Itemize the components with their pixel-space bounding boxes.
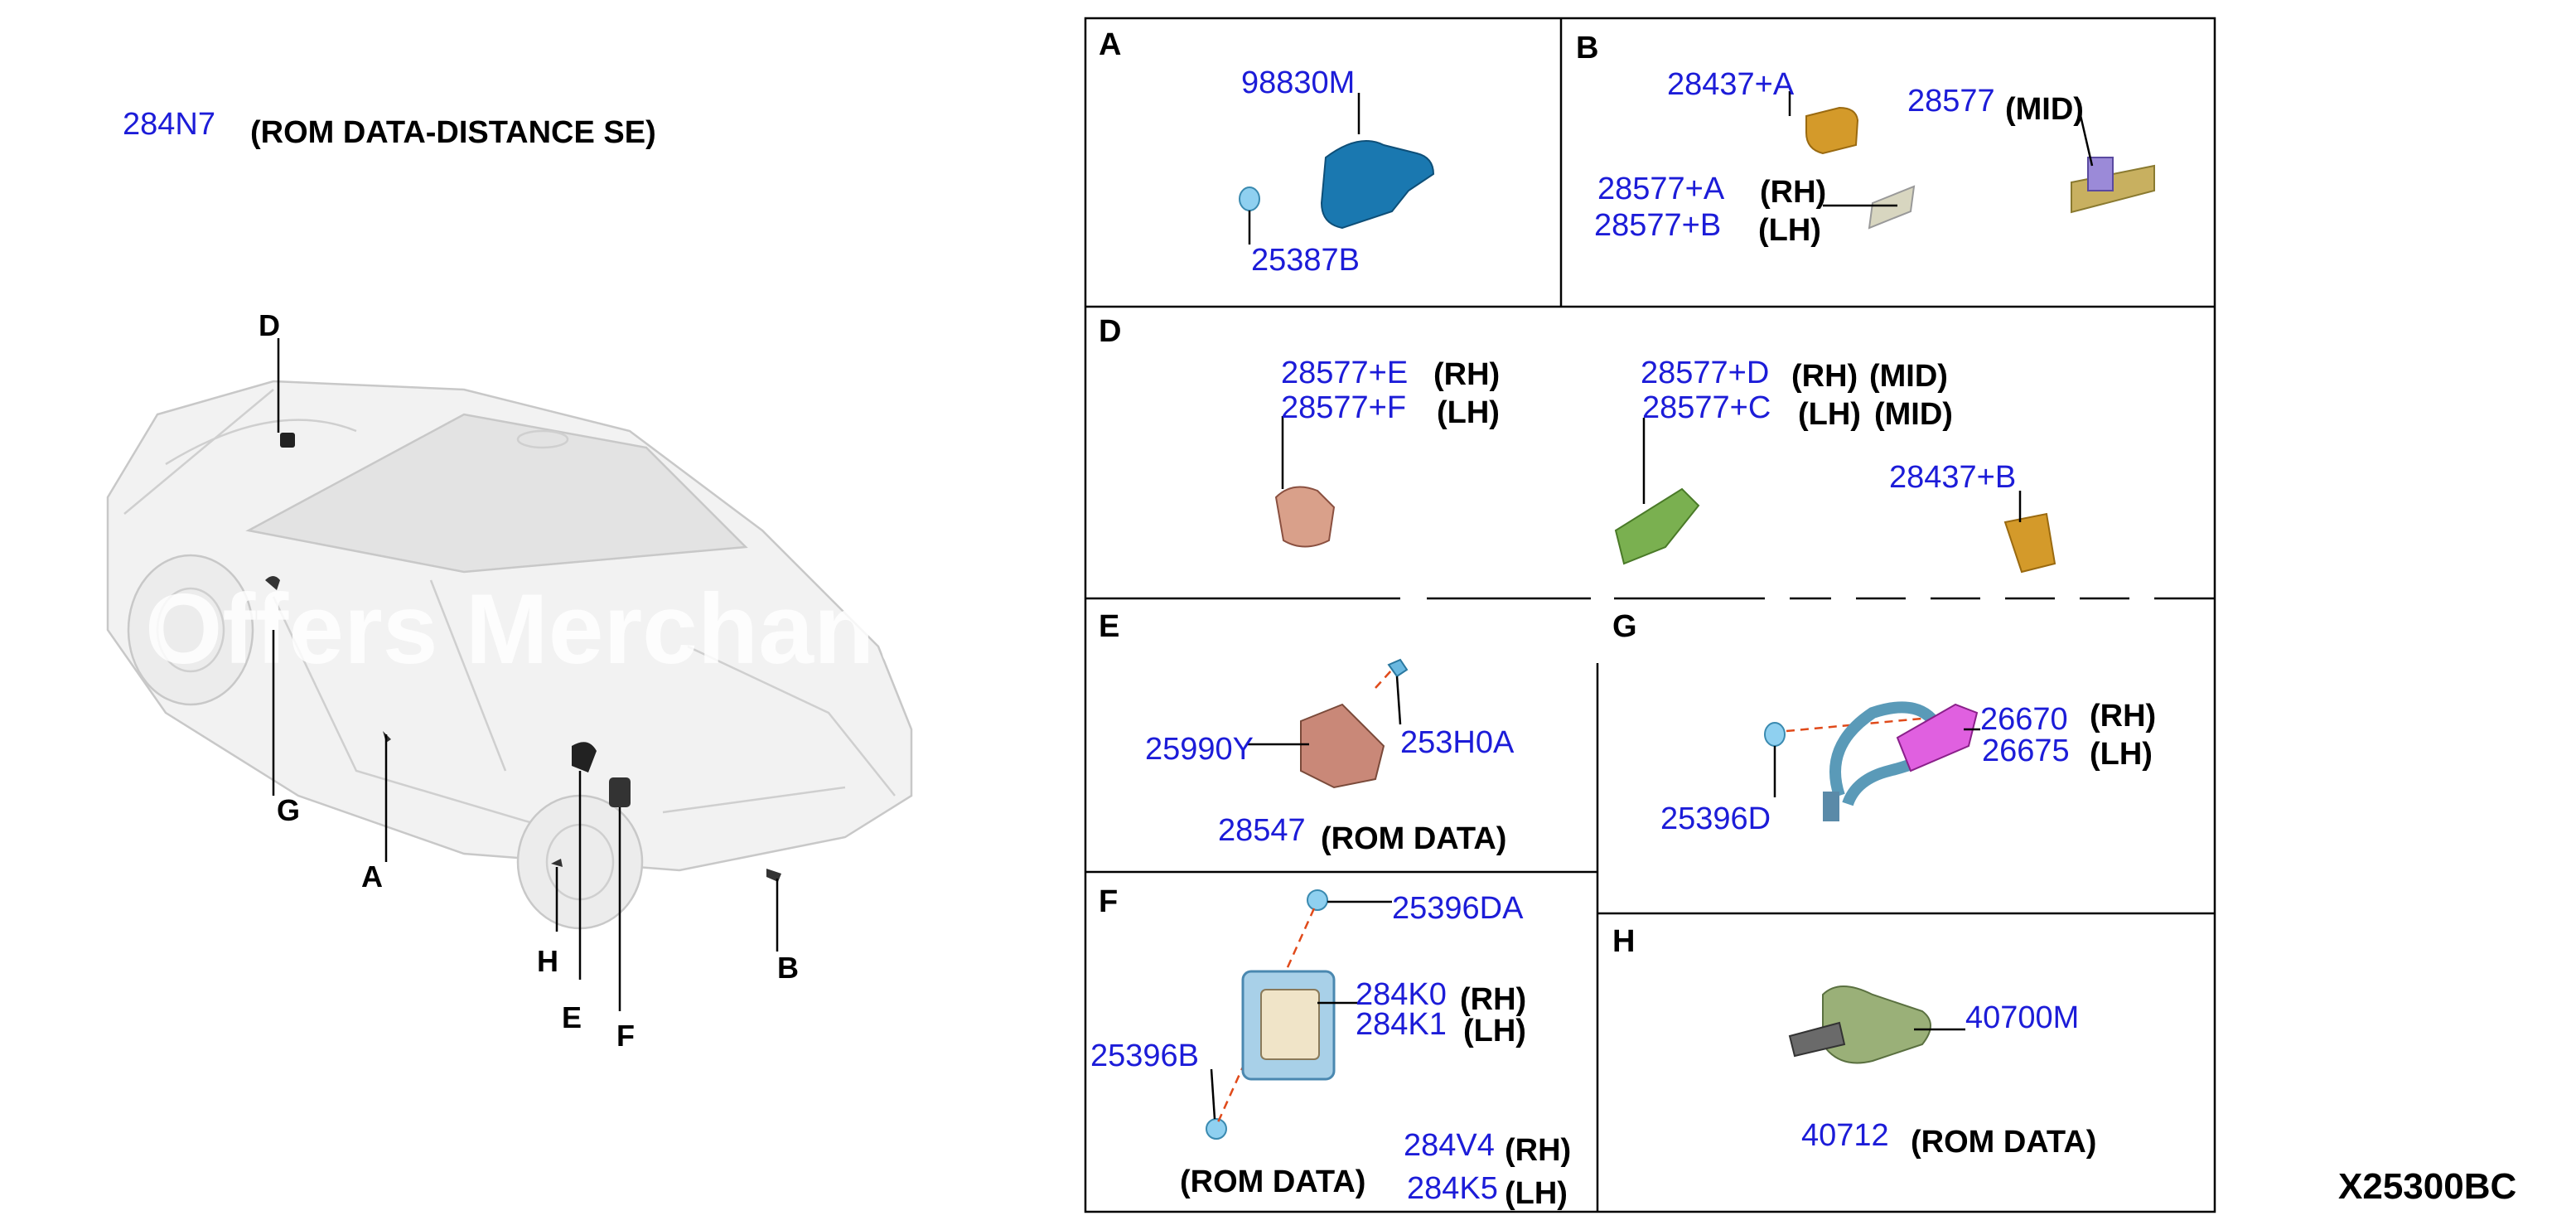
part-25396da-icon	[1307, 889, 1328, 911]
location-label-g: G	[277, 793, 300, 827]
part-number[interactable]: 28577+C	[1642, 390, 1771, 425]
section-g: G 26670 (RH) 26675 (LH) 25396D	[1612, 609, 2156, 836]
part-number[interactable]: 28437+A	[1667, 67, 1795, 102]
header-note: (ROM DATA-DISTANCE SE)	[250, 115, 656, 150]
part-tag: (ROM DATA)	[1321, 821, 1506, 856]
diagram-code: X25300BC	[2338, 1166, 2516, 1207]
part-tag: (RH)	[1760, 175, 1826, 210]
location-label-b: B	[777, 951, 799, 985]
location-label-a: A	[361, 860, 383, 893]
part-number[interactable]: 284V4	[1404, 1128, 1495, 1163]
part-tag: (ROM DATA)	[1911, 1125, 2096, 1160]
part-number[interactable]: 28577	[1907, 84, 1995, 119]
part-tag: (LH)	[1798, 397, 1861, 432]
part-28577ab-icon	[1868, 185, 1916, 230]
location-label-e: E	[562, 1000, 582, 1034]
car-part-marks	[265, 433, 781, 882]
part-28577dc-icon	[1614, 487, 1700, 565]
part-tag: (LH)	[1437, 395, 1500, 430]
part-tag: (RH)	[1791, 359, 1858, 394]
section-grid	[1084, 17, 2216, 1213]
part-25990y-icon	[1300, 703, 1385, 789]
part-number[interactable]: 28577+A	[1597, 172, 1725, 206]
part-number[interactable]: 28577+E	[1281, 356, 1408, 390]
part-28437a-icon	[1805, 106, 1859, 155]
part-25396d-icon	[1764, 722, 1786, 747]
part-40700m-icon	[1822, 985, 1931, 1064]
part-tag: (LH)	[1463, 1014, 1526, 1048]
section-h-letter: H	[1612, 924, 1635, 959]
part-number[interactable]: 25387B	[1251, 243, 1360, 278]
part-number[interactable]: 28577+B	[1594, 208, 1721, 243]
part-26670-icon	[1896, 703, 1979, 772]
part-number[interactable]: 26675	[1982, 734, 2070, 768]
section-a: A 98830M 25387B	[1099, 27, 1435, 278]
part-number[interactable]: 40712	[1801, 1118, 1889, 1153]
section-a-letter: A	[1099, 27, 1121, 62]
part-number[interactable]: 28547	[1218, 813, 1306, 848]
section-b-letter: B	[1576, 31, 1598, 65]
section-d: D 28577+E (RH) 28577+F (LH) 28577+D (RH)…	[1099, 314, 2056, 574]
part-tag: (RH)	[2090, 699, 2156, 734]
part-253h0a-icon	[1387, 658, 1409, 678]
part-number[interactable]: 28437+B	[1889, 460, 2016, 495]
section-f: F 25396DA 284K0 (RH) 284K1 (LH) 25396B 2…	[1090, 884, 1571, 1211]
part-tag: (MID)	[1869, 359, 1948, 394]
location-markers: D G A H E F B	[259, 308, 799, 1053]
part-number[interactable]: 25396DA	[1392, 891, 1524, 926]
part-number[interactable]: 28577+F	[1281, 390, 1406, 425]
section-g-letter: G	[1612, 609, 1637, 644]
part-tag: (RH)	[1505, 1133, 1571, 1168]
section-b: B 28437+A 28577 (MID) 28577+A (RH) 28577…	[1576, 31, 2155, 248]
part-tag: (LH)	[1758, 213, 1821, 248]
part-tag: (MID)	[2005, 92, 2084, 127]
part-number[interactable]: 40700M	[1965, 1000, 2079, 1035]
part-number[interactable]: 98830M	[1241, 65, 1355, 100]
part-number[interactable]: 25396D	[1660, 801, 1771, 836]
part-28577ef-icon	[1274, 486, 1336, 548]
section-d-letter: D	[1099, 314, 1121, 349]
car-illustration: Offers Merchant	[106, 380, 913, 930]
watermark: Offers Merchant	[145, 574, 907, 685]
part-98830m-icon	[1320, 140, 1435, 230]
part-tag: (LH)	[1505, 1176, 1568, 1211]
part-tag: (RH)	[1460, 982, 1526, 1017]
section-f-note: (ROM DATA)	[1180, 1165, 1365, 1199]
location-label-h: H	[537, 944, 558, 978]
section-e: E 25990Y 253H0A 28547 (ROM DATA)	[1099, 609, 1515, 856]
part-tag: (RH)	[1433, 357, 1500, 392]
part-25396b-icon	[1206, 1118, 1227, 1140]
section-e-letter: E	[1099, 609, 1119, 644]
location-label-d: D	[259, 308, 280, 342]
part-number[interactable]: 28577+D	[1641, 356, 1769, 390]
section-h: H 40700M 40712 (ROM DATA)	[1612, 924, 2096, 1160]
part-number[interactable]: 25396B	[1090, 1039, 1199, 1073]
part-tag: (MID)	[1874, 397, 1953, 432]
location-label-f: F	[616, 1019, 635, 1053]
part-number[interactable]: 284K1	[1356, 1007, 1447, 1042]
part-tag: (LH)	[2090, 737, 2153, 772]
header-part-number[interactable]: 284N7	[123, 107, 215, 142]
part-25387b-icon	[1239, 186, 1260, 211]
section-f-letter: F	[1099, 884, 1118, 919]
part-number[interactable]: 253H0A	[1400, 725, 1515, 760]
part-number[interactable]: 284K5	[1407, 1171, 1498, 1206]
part-number[interactable]: 25990Y	[1145, 732, 1254, 767]
part-28437b-icon	[2003, 512, 2056, 574]
part-number[interactable]: 26670	[1980, 702, 2068, 737]
part-number[interactable]: 284K0	[1356, 977, 1447, 1012]
